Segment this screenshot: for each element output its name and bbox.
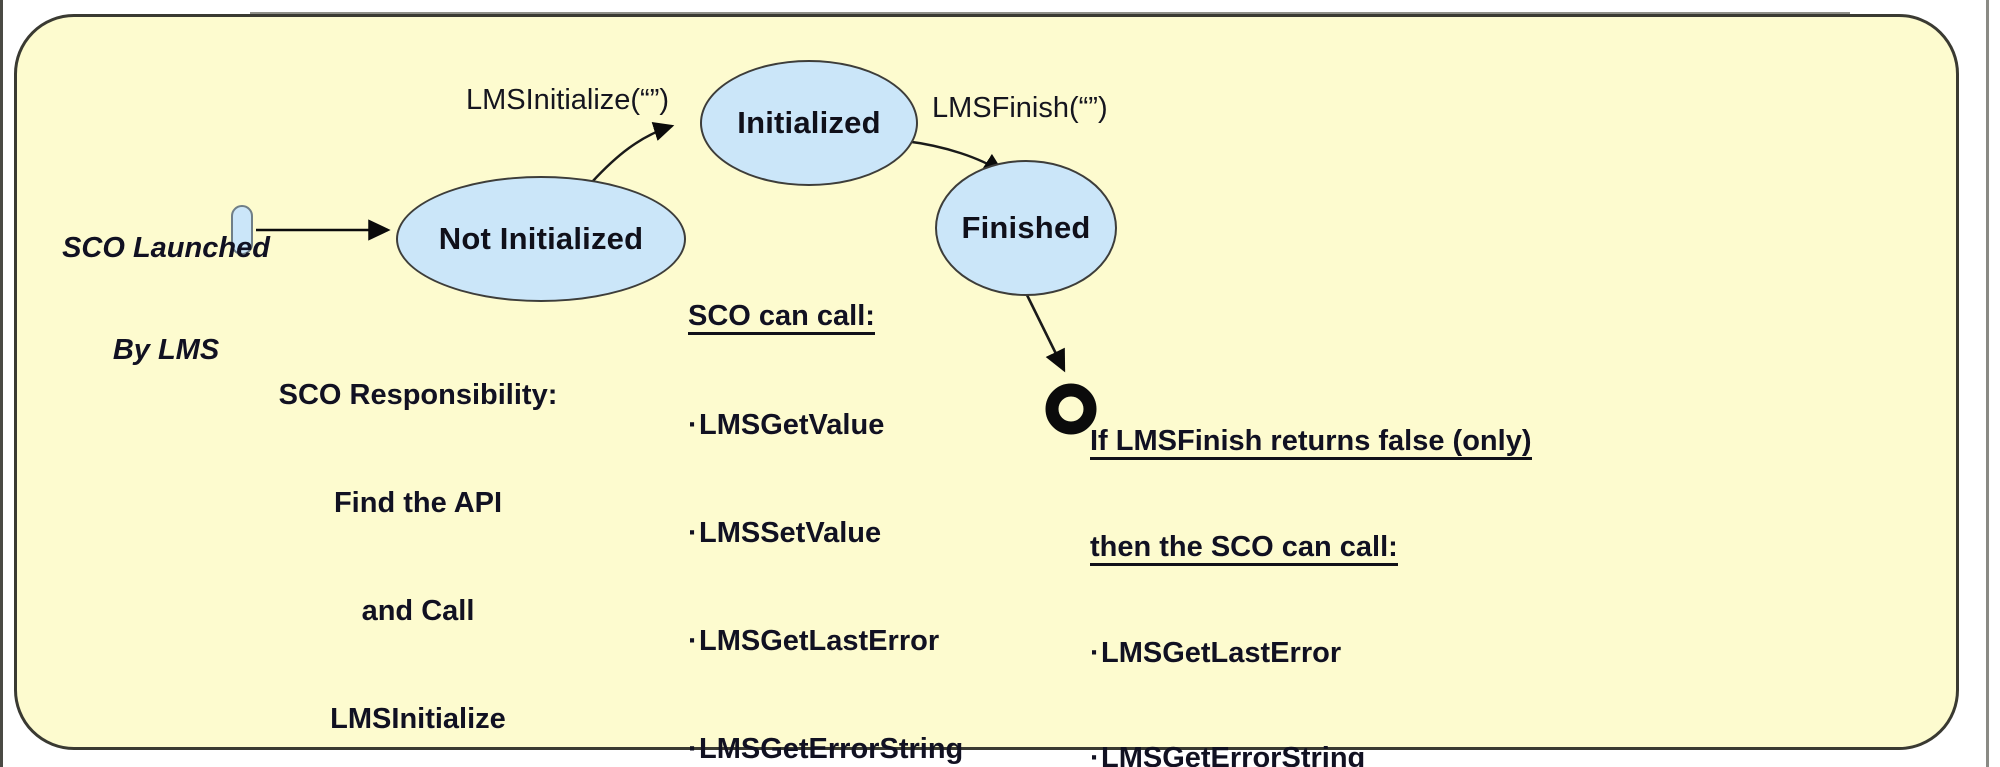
canvas-right-rail — [1986, 0, 1989, 767]
annotation-sco-launched-line2: By LMS — [112, 334, 220, 366]
annotation-finish-false-heading-line1: If LMSFinish returns false (only) — [1090, 425, 1532, 460]
annotation-sco-can-call-item: LMSGetLastError — [688, 623, 963, 659]
state-initialized-label: Initialized — [737, 105, 881, 140]
state-not-initialized-label: Not Initialized — [438, 221, 644, 256]
state-finished[interactable]: Finished — [935, 160, 1117, 296]
annotation-sco-responsibility-line3: and Call — [361, 595, 475, 627]
state-initialized[interactable]: Initialized — [700, 60, 918, 186]
annotation-sco-responsibility-line2: Find the API — [333, 487, 503, 519]
state-not-initialized[interactable]: Not Initialized — [396, 176, 686, 302]
transition-label-lms-initialize: LMSInitialize(“”) — [466, 84, 670, 116]
start-state — [231, 205, 253, 255]
transition-finished-to-final — [1024, 292, 1066, 373]
state-finished-label: Finished — [961, 210, 1091, 245]
annotation-sco-launched: SCO Launched By LMS — [52, 163, 280, 435]
final-state — [1045, 383, 1097, 435]
annotation-sco-responsibility-line1: SCO Responsibility: — [278, 379, 558, 411]
annotation-finish-false: If LMSFinish returns false (only) then t… — [1090, 354, 1532, 767]
annotation-finish-false-item: LMSGetLastError — [1090, 636, 1532, 671]
annotation-finish-false-heading-line2: then the SCO can call: — [1090, 531, 1398, 566]
transition-not-initialized-to-initialized — [591, 122, 675, 183]
annotation-sco-can-call: SCO can call: LMSGetValue LMSSetValue LM… — [688, 226, 963, 767]
annotation-sco-launched-line1: SCO Launched — [62, 232, 270, 264]
canvas-left-rail — [0, 0, 3, 767]
annotation-sco-can-call-item: LMSGetValue — [688, 407, 963, 443]
transition-label-lms-finish: LMSFinish(“”) — [932, 92, 1108, 124]
annotation-sco-can-call-heading: SCO can call: — [688, 300, 875, 335]
annotation-sco-responsibility: SCO Responsibility: Find the API and Cal… — [262, 305, 574, 767]
annotation-sco-can-call-item: LMSSetValue — [688, 515, 963, 551]
diagram-panel — [14, 14, 1959, 750]
canvas-top-rail — [250, 12, 1850, 15]
annotation-sco-responsibility-line4: LMSInitialize — [330, 703, 506, 735]
annotation-finish-false-item: LMSGetErrorString — [1090, 741, 1532, 767]
annotation-sco-can-call-item: LMSGetErrorString — [688, 731, 963, 767]
